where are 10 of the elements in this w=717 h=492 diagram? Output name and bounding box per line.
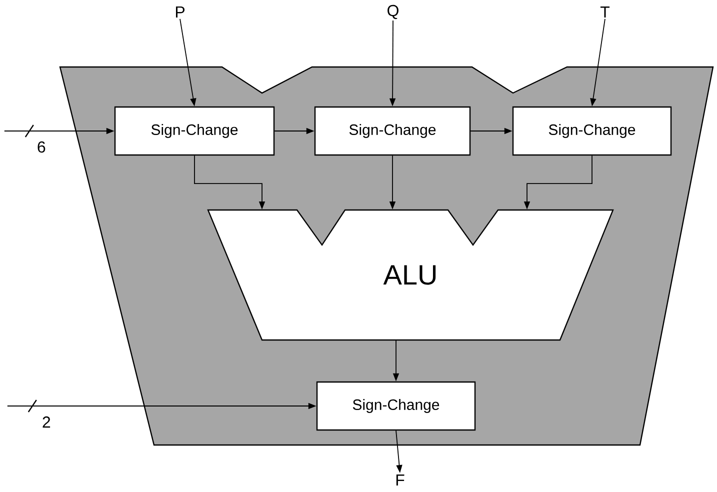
bus-width-label: 6 <box>38 141 46 153</box>
sign-change-box: Sign-Change <box>512 106 672 156</box>
signal-label: Q <box>388 4 398 20</box>
sign-change-box: Sign-Change <box>314 106 471 156</box>
bus-width-label: 2 <box>42 416 50 428</box>
signal-label: P <box>176 6 184 18</box>
signal-label: F <box>396 474 404 486</box>
sign-change-box: Sign-Change <box>114 106 275 156</box>
sign-change-box: Sign-Change <box>316 381 476 431</box>
signal-label: T <box>600 6 610 18</box>
